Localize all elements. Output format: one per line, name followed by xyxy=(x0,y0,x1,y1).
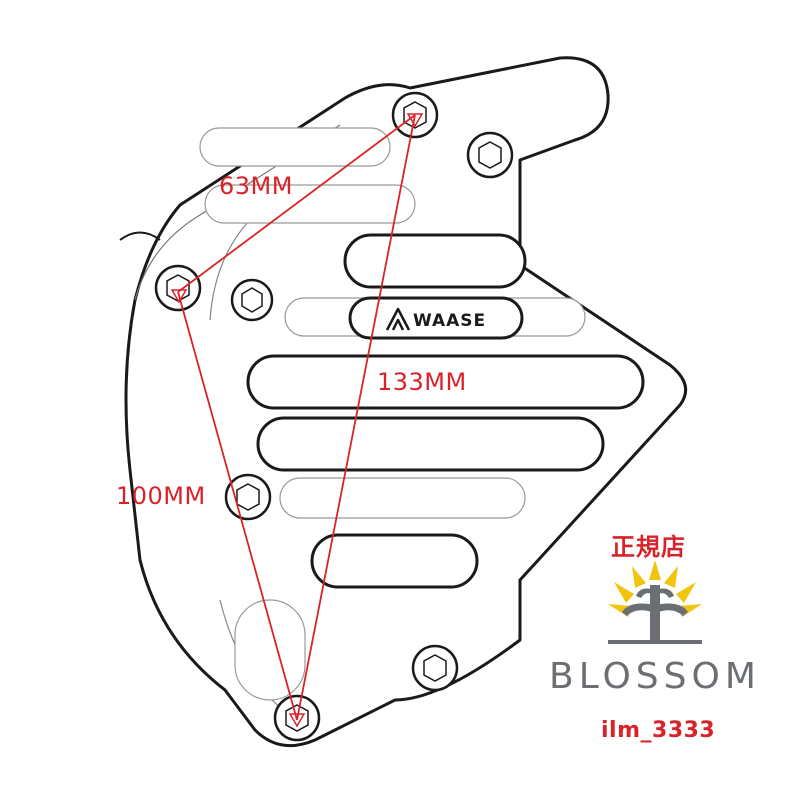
vent-slot xyxy=(234,599,306,701)
measure-line-100 xyxy=(177,291,298,721)
waase-chevron-icon xyxy=(385,307,411,331)
logo-text: WAASE xyxy=(413,311,486,331)
tree-sun-icon xyxy=(608,560,702,644)
dimension-label-133mm: 133MM xyxy=(377,368,467,396)
bolt xyxy=(154,264,202,312)
dimension-label-100mm: 100MM xyxy=(116,482,206,510)
measure-marker xyxy=(406,113,424,128)
shop-id: ilm_3333 xyxy=(601,718,716,743)
vent-slot xyxy=(246,354,645,410)
vent-slot xyxy=(279,477,526,519)
measure-marker xyxy=(170,289,188,304)
brand-name: BLOSSOM xyxy=(549,656,761,697)
measure-line-63 xyxy=(177,114,416,293)
measurement-lines xyxy=(170,113,424,728)
vent-slot xyxy=(204,184,416,224)
vent-slot xyxy=(310,533,479,589)
measure-line-133 xyxy=(296,114,416,721)
bolt xyxy=(230,278,274,322)
vent-slot xyxy=(343,233,527,289)
bolt xyxy=(224,473,272,521)
logo-plate: WAASE xyxy=(348,296,524,340)
bolt xyxy=(466,131,514,179)
measure-marker xyxy=(288,713,306,728)
bolt xyxy=(411,644,459,692)
dimension-label-63mm: 63MM xyxy=(219,172,293,200)
vent-slot xyxy=(256,416,605,472)
authorized-shop-label: 正規店 xyxy=(611,533,686,561)
vent-slot xyxy=(199,127,391,167)
